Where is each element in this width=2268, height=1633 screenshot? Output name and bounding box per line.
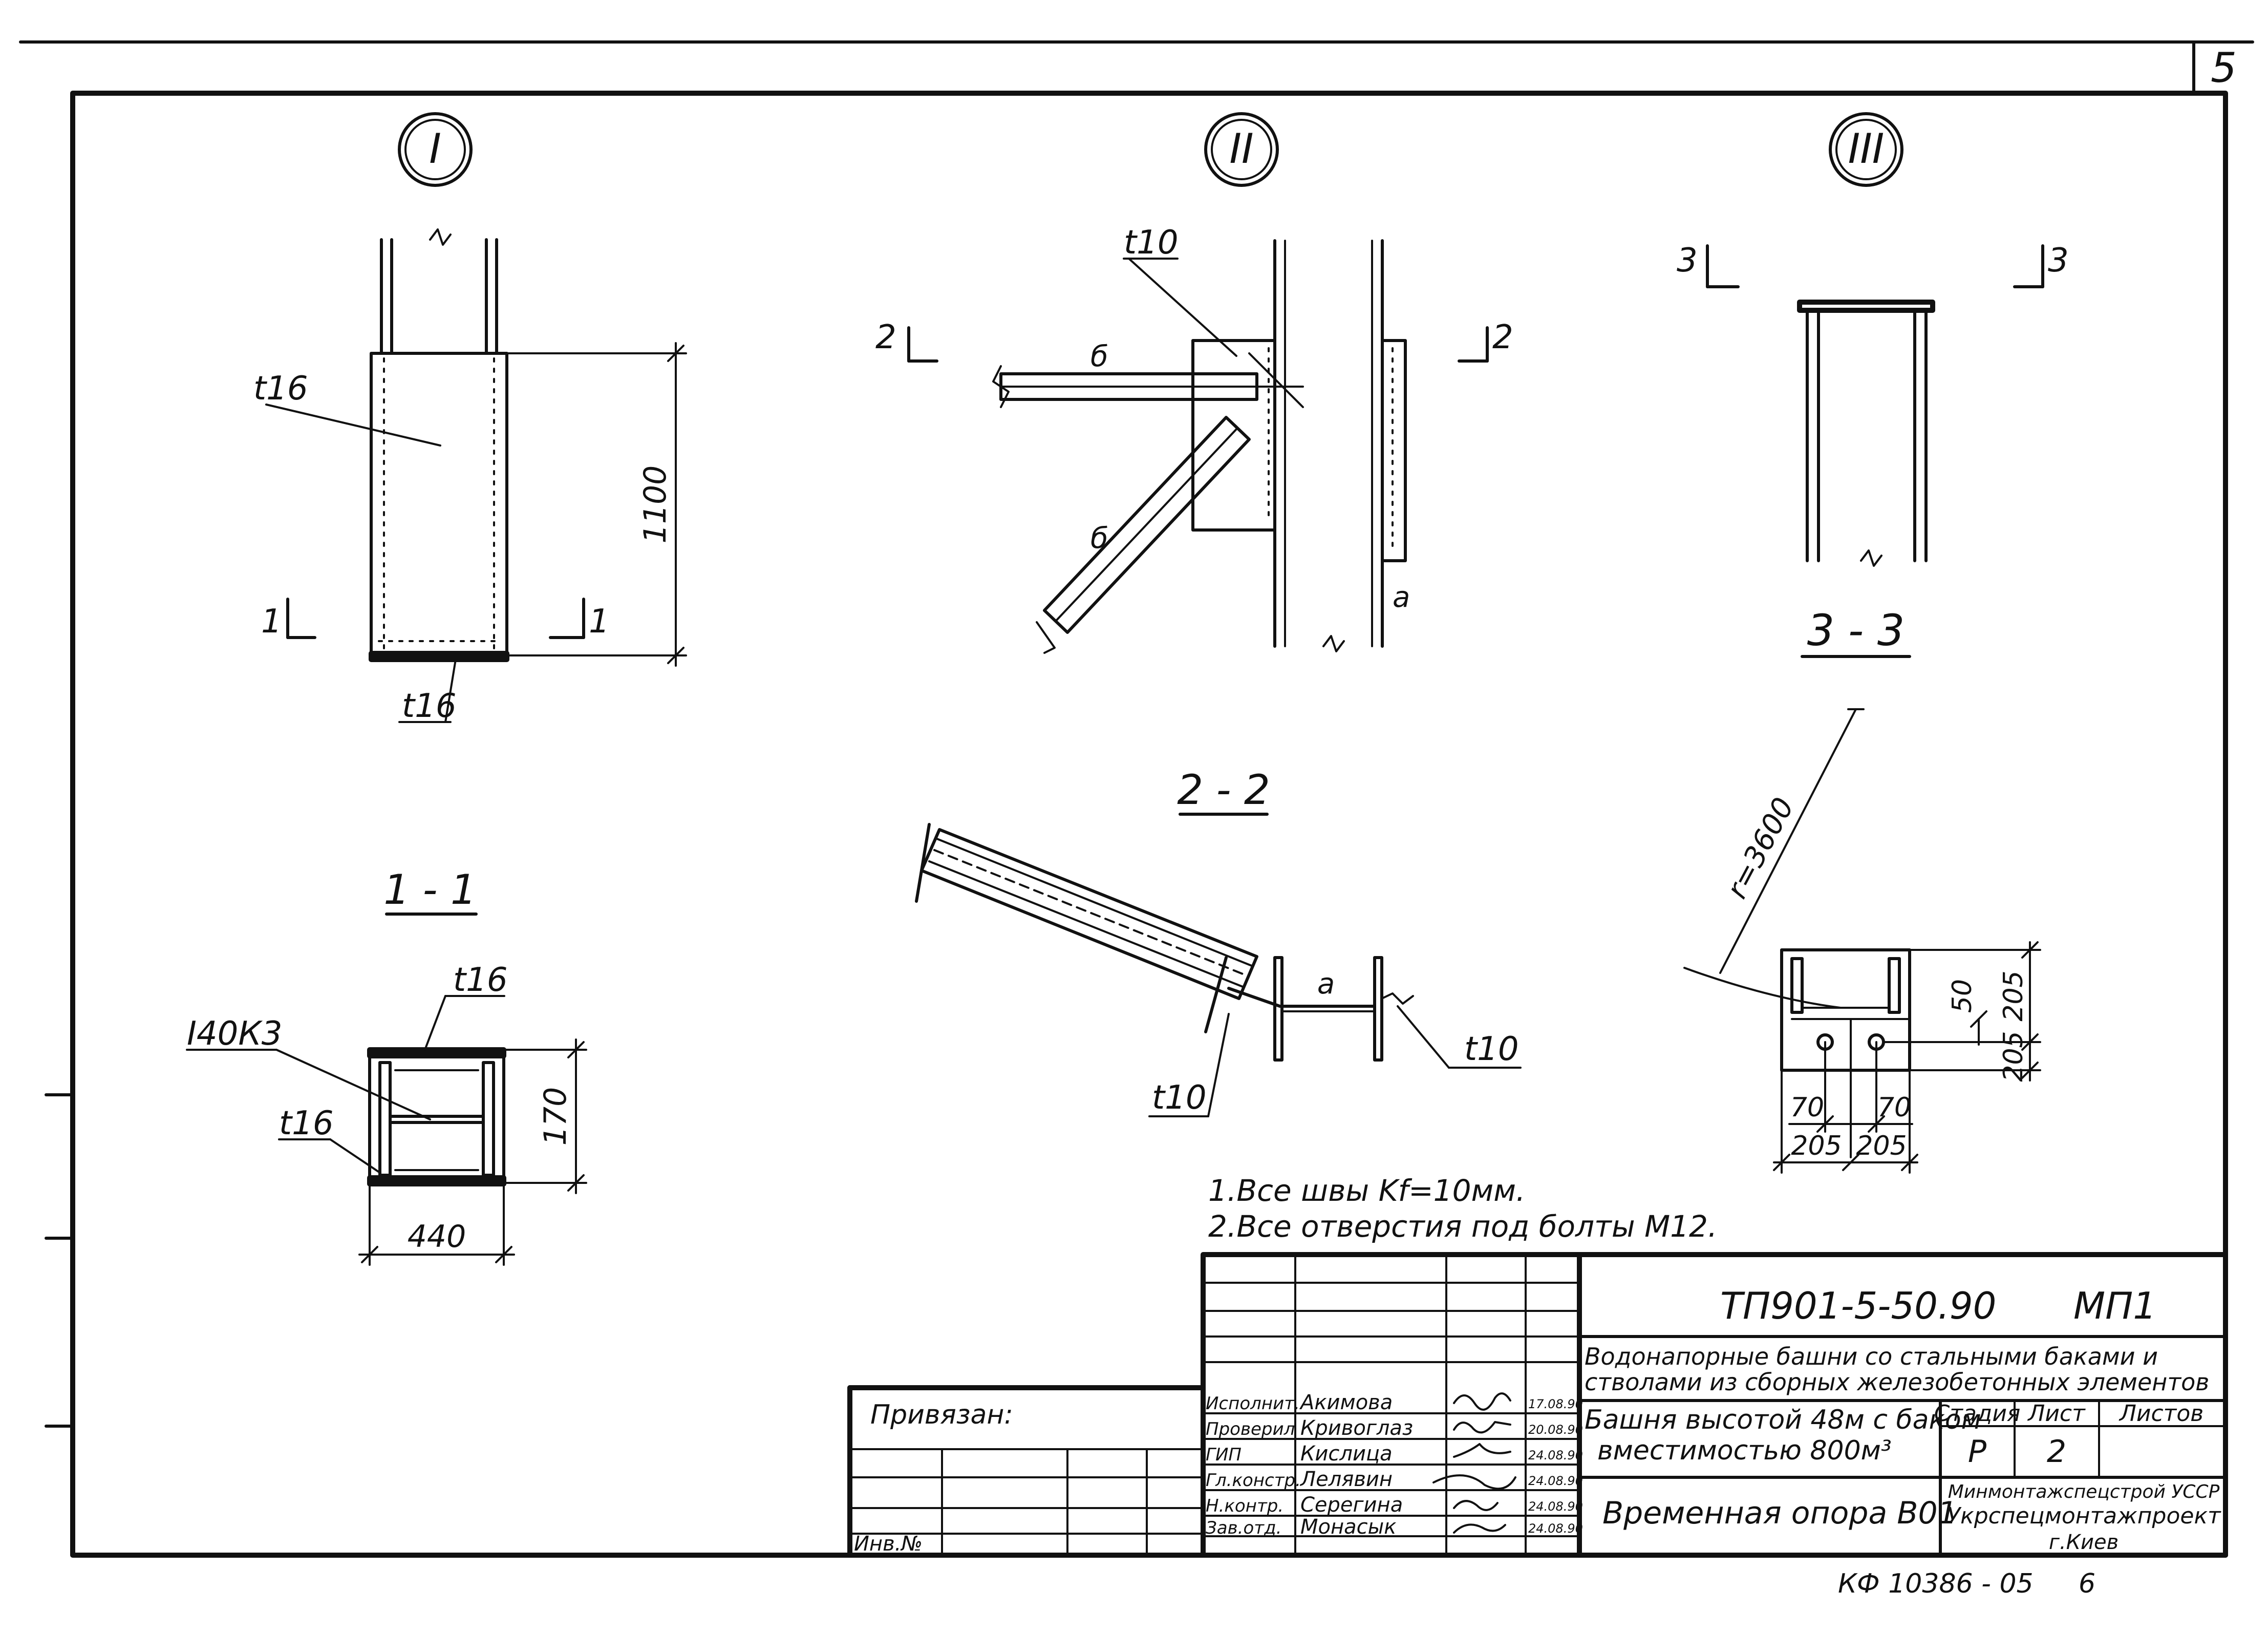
- sig-date: 20.08.90: [1528, 1423, 1583, 1437]
- section-2-2-member-a: а: [1317, 967, 1335, 1001]
- archive-stamp: КФ 10386 - 05 6: [1838, 1568, 2095, 1599]
- section-3-3-dim-205-right: 205: [1856, 1131, 1907, 1161]
- node-2-cut-left: 2: [875, 319, 896, 356]
- section-3-3: 3 - 3 r=3600 50 205 205 70 70: [1683, 605, 2041, 1174]
- node-2-cut-right: 2: [1492, 319, 1513, 356]
- sig-name: Лелявин: [1299, 1468, 1393, 1491]
- note-2: 2.Все отверстия под болты М12.: [1208, 1209, 1717, 1244]
- sig-date: 24.08.90: [1528, 1521, 1583, 1536]
- sig-name: Монасык: [1300, 1515, 1396, 1539]
- sheet-value: 2: [2047, 1434, 2066, 1470]
- sig-role: Исполнит.: [1206, 1393, 1300, 1414]
- node-1-cut-left: 1: [261, 603, 282, 641]
- node-3-cut-right: 3: [2048, 242, 2069, 280]
- section-1-1-width-dim: 440: [408, 1219, 466, 1255]
- sig-role: Проверил: [1206, 1419, 1295, 1439]
- node-1-bottom-plate-label: t16: [402, 687, 457, 725]
- sig-date: 24.08.90: [1528, 1474, 1583, 1488]
- page-number: 5: [2211, 44, 2237, 92]
- stage-value: Р: [1968, 1434, 1987, 1470]
- sig-role: Зав.отд.: [1206, 1518, 1281, 1538]
- bound-label: Привязан:: [870, 1399, 1013, 1430]
- org-line-2: Укрспецмонтажпроект: [1946, 1503, 2221, 1529]
- section-3-3-base-plate: [1780, 948, 1911, 1072]
- sig-name: Кривоглаз: [1300, 1416, 1413, 1440]
- node-3-cut-left: 3: [1677, 242, 1698, 280]
- node-1-height-dim: 1100: [637, 465, 673, 544]
- section-1-1-side-label: t16: [279, 1105, 334, 1142]
- node-3-marker-circle: [1829, 112, 1903, 187]
- section-1-1-flange-label: t16: [453, 961, 508, 999]
- section-3-3-dim-205-upper: 205: [1998, 970, 2029, 1021]
- node-3-view: III 3 3: [1677, 112, 2069, 567]
- doc-mark: МП1: [2073, 1284, 2156, 1327]
- section-3-3-dim-70-right: 70: [1877, 1092, 1911, 1123]
- section-2-2-flange-left: [1273, 956, 1283, 1062]
- node-1-marker: I: [429, 125, 441, 173]
- section-3-3-dim-50: 50: [1947, 979, 1978, 1013]
- section-2-2-flange-right: [1373, 956, 1383, 1062]
- section-3-3-dim-205-left: 205: [1791, 1131, 1842, 1161]
- notes: 1.Все швы Kf=10мм. 2.Все отверстия под б…: [1208, 1173, 1717, 1244]
- section-2-2-diagonal: [920, 828, 1258, 1000]
- section-3-3-title: 3 - 3: [1807, 605, 1905, 655]
- node-2-marker: II: [1229, 125, 1253, 173]
- node-2-gusset-plate: [1191, 339, 1276, 532]
- node-2-marker-circle: [1204, 112, 1279, 187]
- section-1-1-beam-label: I40К3: [187, 1015, 282, 1053]
- signature-rows: Исполнит. Акимова 17.08.90 Проверил Крив…: [1206, 1391, 1583, 1539]
- node-2-view: II t10 б б а 2 2: [875, 112, 1513, 654]
- project-line-2: стволами из сборных железобетонных элеме…: [1585, 1368, 2209, 1396]
- handwritten-signatures: [1432, 1392, 1516, 1534]
- node-1-cut-right: 1: [589, 603, 610, 641]
- note-1: 1.Все швы Kf=10мм.: [1208, 1173, 1525, 1208]
- node-2-diagonal-member: [1043, 416, 1251, 634]
- node-2-member-b-upper: б: [1090, 340, 1108, 373]
- section-2-2-title: 2 - 2: [1177, 766, 1270, 814]
- section-2-2: 2 - 2 а t10 t10: [915, 766, 1522, 1117]
- sig-name: Серегина: [1300, 1493, 1403, 1517]
- node-1-marker-circle: [398, 112, 473, 187]
- sig-name: Кислица: [1300, 1442, 1393, 1466]
- stage-header: Стадия: [1934, 1401, 2021, 1427]
- doc-code: ТП901-5-50.90: [1720, 1284, 1996, 1327]
- org-line-3: г.Киев: [2049, 1531, 2119, 1554]
- node-2-member-a: а: [1393, 581, 1410, 614]
- section-1-1: 1 - 1 t16 I40К3 t16 170 440: [186, 866, 587, 1266]
- sheets-header: Листов: [2119, 1401, 2203, 1427]
- sheet-title: Временная опора В01: [1602, 1495, 1957, 1531]
- section-3-3-dim-70-left: 70: [1790, 1092, 1824, 1123]
- node-2-member-b-lower: б: [1090, 522, 1108, 555]
- archive-code: КФ 10386 - 05: [1838, 1568, 2034, 1599]
- section-3-3-radius: r=3600: [1720, 792, 1801, 904]
- sheet-header: Лист: [2027, 1401, 2086, 1427]
- sig-date: 24.08.90: [1528, 1499, 1583, 1514]
- object-line-1: Башня высотой 48м с баком: [1585, 1405, 1981, 1435]
- sig-role: Н.контр.: [1206, 1496, 1283, 1516]
- inv-label: Инв.№: [854, 1532, 923, 1556]
- section-2-2-plate-left: t10: [1152, 1079, 1207, 1117]
- project-line-1: Водонапорные башни со стальными баками и: [1585, 1343, 2158, 1370]
- node-1-plate-label: t16: [253, 370, 308, 408]
- node-1-plate: [370, 352, 508, 657]
- node-1-view: I t16 t16 1100 1 1: [253, 112, 687, 725]
- sig-date: 17.08.90: [1528, 1397, 1583, 1411]
- sig-role: Гл.констр.: [1206, 1470, 1301, 1491]
- title-block: Привязан: Инв.№ ТП901-5-50.90 МП1 Водона…: [847, 1252, 2228, 1558]
- archive-suffix: 6: [2079, 1568, 2095, 1599]
- object-line-2: вместимостью 800м³: [1597, 1435, 1892, 1466]
- org-line-1: Минмонтажспецстрой УССР: [1948, 1481, 2220, 1502]
- node-2-plate-label: t10: [1124, 224, 1179, 262]
- sheet-frame: 5: [19, 40, 2254, 1558]
- sig-role: ГИП: [1206, 1445, 1242, 1465]
- section-1-1-height-dim: 170: [538, 1087, 573, 1146]
- sig-name: Акимова: [1299, 1391, 1393, 1414]
- node-3-marker: III: [1848, 125, 1885, 173]
- sig-date: 24.08.90: [1528, 1448, 1583, 1462]
- section-3-3-dim-205-lower: 205: [1998, 1031, 2029, 1081]
- section-2-2-plate-right: t10: [1464, 1030, 1519, 1068]
- node-3-top-plate: [1797, 300, 1935, 313]
- section-1-1-title: 1 - 1: [383, 866, 477, 914]
